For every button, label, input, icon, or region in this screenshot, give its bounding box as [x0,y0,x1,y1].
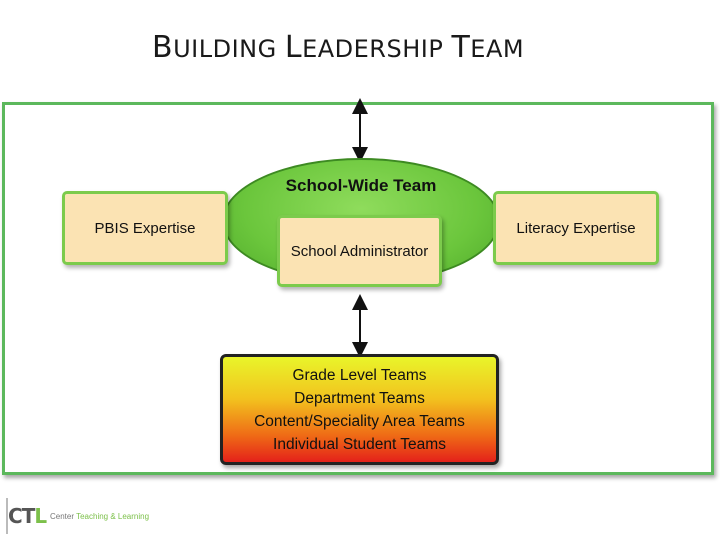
teams-box: Grade Level Teams Department Teams Conte… [220,354,499,465]
ctl-tagline-prefix: Center [50,512,75,521]
ctl-footer: CTL Center Teaching & Learning [6,496,208,536]
slide-title: BUILDING LEADERSHIP TEAM [152,30,524,65]
teams-item-content-area: Content/Speciality Area Teams [254,412,465,430]
title-word-leadership: EADERSHIP [302,35,444,63]
title-word-building: UILDING [173,35,277,63]
teams-item-grade-level: Grade Level Teams [292,366,427,384]
ctl-logo: CTL [8,504,47,528]
pbis-expertise-label: PBIS Expertise [94,219,196,237]
ctl-tagline-accent: Teaching & Learning [76,512,150,521]
literacy-expertise-label: Literacy Expertise [516,219,636,237]
ctl-logo-t: T [21,504,36,528]
footer-divider [6,498,8,534]
pbis-expertise-box: PBIS Expertise [62,191,228,265]
literacy-expertise-box: Literacy Expertise [493,191,659,265]
school-wide-team-label: School-Wide Team [285,176,437,195]
ctl-logo-l: L [34,504,47,528]
title-initial-t: T [451,30,471,65]
title-initial-b: B [152,30,174,65]
title-initial-l: L [284,30,303,65]
ctl-tagline: Center Teaching & Learning [50,512,149,521]
teams-item-department: Department Teams [294,389,425,407]
school-administrator-label: School Administrator [290,242,429,260]
school-administrator-box: School Administrator [277,215,442,287]
teams-item-individual-student: Individual Student Teams [273,435,446,453]
title-word-team: EAM [470,35,525,63]
ctl-logo-c: C [8,504,23,528]
